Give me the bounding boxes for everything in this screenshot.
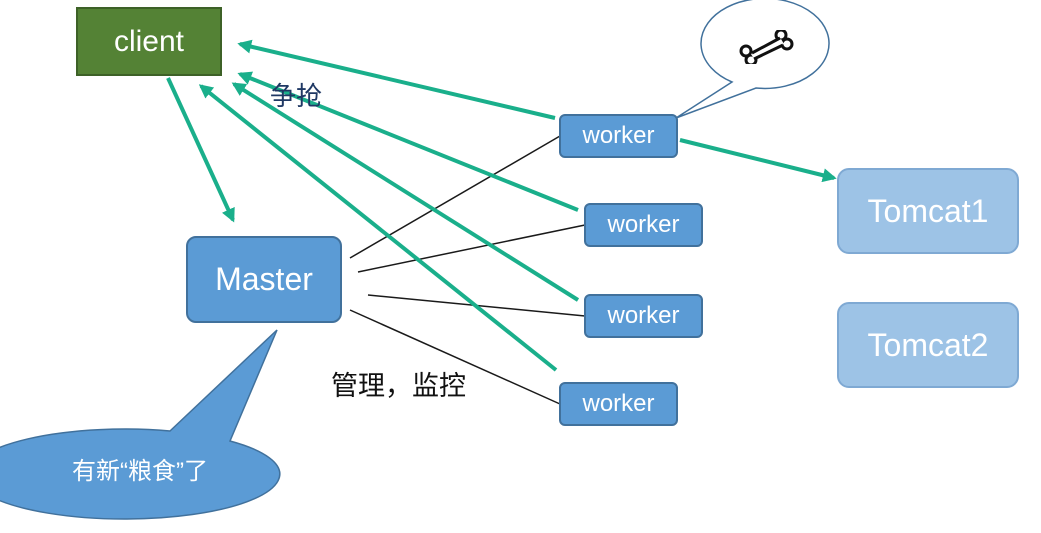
manage-monitor-label: 管理，监控: [331, 371, 466, 401]
tomcat1-node: Tomcat1: [837, 168, 1019, 254]
worker4-client-arrow: [198, 84, 558, 372]
worker-node-2: worker: [584, 203, 703, 247]
worker2-client-arrow: [237, 71, 579, 212]
master-worker2-link: [357, 224, 586, 273]
worker3-client-arrow: [231, 82, 580, 302]
worker-node-1: worker: [559, 114, 678, 158]
client-node: client: [76, 7, 222, 76]
master-speech-bubble: [0, 329, 281, 520]
master-node: Master: [186, 236, 342, 323]
worker1-client-arrow: [237, 39, 556, 120]
bone-icon: [739, 30, 794, 64]
master-worker1-link: [349, 135, 561, 259]
worker-node-4: worker: [559, 382, 678, 426]
worker-node-3: worker: [584, 294, 703, 338]
client-master-arrow: [166, 77, 235, 223]
master-worker4-link: [349, 309, 561, 405]
worker-tomcat1-arrow: [679, 138, 837, 183]
new-food-label: 有新“粮食”了: [72, 458, 208, 485]
tomcat2-node: Tomcat2: [837, 302, 1019, 388]
compete-label: 争抢: [270, 81, 323, 111]
